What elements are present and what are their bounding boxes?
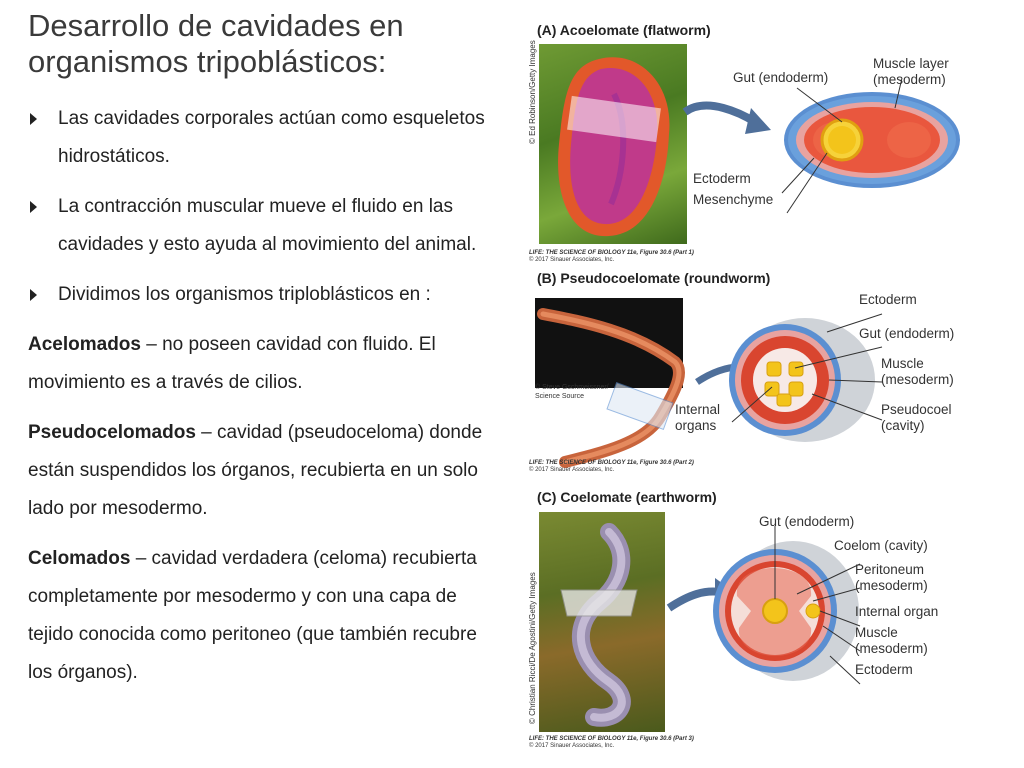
panel-a-label-ectoderm: Ectoderm xyxy=(693,171,751,186)
paragraph-celomados: Celomados – cavidad verdadera (celoma) r… xyxy=(28,540,498,692)
flatworm-illustration xyxy=(558,57,670,237)
panel-b-label-muscle-2: (mesoderm) xyxy=(881,372,954,387)
panel-c-source-1: LIFE: THE SCIENCE OF BIOLOGY 11e, Figure… xyxy=(529,736,694,742)
body-cavity-figure: (A) Acoelomate (flatworm) © Ed Robinson/… xyxy=(527,18,967,758)
panel-c-label-peritoneum-1: Peritoneum xyxy=(855,562,925,577)
bullet-text: Las cavidades corporales actúan como esq… xyxy=(58,108,485,167)
bullet-text: La contracción muscular mueve el fluido … xyxy=(58,196,477,255)
bullet-item: Dividimos los organismos triploblásticos… xyxy=(28,276,498,314)
panel-a-source-1: LIFE: THE SCIENCE OF BIOLOGY 11e, Figure… xyxy=(529,250,694,256)
paragraph-acelomados: Acelomados – no poseen cavidad con fluid… xyxy=(28,326,498,402)
panel-c-label-peritoneum-2: (mesoderm) xyxy=(855,578,928,593)
panel-c-label-ectoderm: Ectoderm xyxy=(855,662,913,677)
panel-a-label-muscle-2: (mesoderm) xyxy=(873,72,946,87)
panel-a-label-gut: Gut (endoderm) xyxy=(733,70,829,85)
panel-c-label-coelom: Coelom (cavity) xyxy=(834,538,928,553)
panel-a-photo-credit: © Ed Robinson/Getty Images xyxy=(528,40,537,144)
bullet-item: La contracción muscular mueve el fluido … xyxy=(28,188,498,264)
slide-body: Las cavidades corporales actúan como esq… xyxy=(28,100,498,704)
roundworm-illustration xyxy=(537,308,685,468)
panel-a-title: (A) Acoelomate (flatworm) xyxy=(537,22,711,38)
panel-c-label-internal: Internal organ xyxy=(855,604,939,619)
panel-b-photo-credit-1: © Steve Gschmeissner/ xyxy=(535,384,609,391)
panel-b-label-internal-1: Internal xyxy=(675,402,721,417)
roundworm-photo xyxy=(535,292,685,472)
bullet-arrow-icon xyxy=(30,113,37,125)
panel-b-label-internal-2: organs xyxy=(675,418,717,433)
panel-b-source-2: © 2017 Sinauer Associates, Inc. xyxy=(529,467,615,473)
text-celomados: – cavidad verdadera (celoma) recubierta … xyxy=(28,548,477,683)
panel-c-label-muscle-2: (mesoderm) xyxy=(855,641,928,656)
coelomate-cross-section xyxy=(666,526,861,685)
term-celomados: Celomados xyxy=(28,548,131,569)
bullet-text: Dividimos los organismos triploblásticos… xyxy=(58,284,431,305)
panel-b-label-pseudocoel-1: Pseudocoel xyxy=(881,402,952,417)
bullet-item: Las cavidades corporales actúan como esq… xyxy=(28,100,498,176)
term-acelomados: Acelomados xyxy=(28,334,141,355)
panel-b-label-gut: Gut (endoderm) xyxy=(859,326,955,341)
slide-title-line1: Desarrollo de cavidades en xyxy=(28,8,404,43)
panel-c-label-gut: Gut (endoderm) xyxy=(759,514,855,529)
panel-b-label-muscle-1: Muscle xyxy=(881,356,924,371)
panel-b-label-ectoderm: Ectoderm xyxy=(859,292,917,307)
bullet-arrow-icon xyxy=(30,289,37,301)
panel-b-source-1: LIFE: THE SCIENCE OF BIOLOGY 11e, Figure… xyxy=(529,460,694,466)
panel-b-title: (B) Pseudocoelomate (roundworm) xyxy=(537,270,771,286)
earthworm-photo xyxy=(539,512,665,732)
panel-a-label-mesenchyme: Mesenchyme xyxy=(693,192,774,207)
text-acelomados: – no poseen cavidad con fluido. El movim… xyxy=(28,334,436,393)
panel-a-source-2: © 2017 Sinauer Associates, Inc. xyxy=(529,257,615,263)
term-pseudocelomados: Pseudocelomados xyxy=(28,422,196,443)
text-pseudocelomados: – cavidad (pseudoceloma) donde están sus… xyxy=(28,422,483,519)
flatworm-photo xyxy=(539,44,687,244)
earthworm-illustration xyxy=(560,523,638,727)
acoelomate-cross-section xyxy=(682,77,960,214)
bullet-arrow-icon xyxy=(30,201,37,213)
slide-title-line2: organismos tripoblásticos: xyxy=(28,44,387,79)
pseudocoelomate-cross-section xyxy=(695,313,883,442)
panel-b-label-pseudocoel-2: (cavity) xyxy=(881,418,925,433)
panel-c-label-muscle-1: Muscle xyxy=(855,625,898,640)
slide-title: Desarrollo de cavidades en organismos tr… xyxy=(28,8,498,80)
panel-b-photo-credit-2: Science Source xyxy=(535,393,585,400)
panel-a-label-muscle-1: Muscle layer xyxy=(873,56,949,71)
paragraph-pseudocelomados: Pseudocelomados – cavidad (pseudoceloma)… xyxy=(28,414,498,528)
panel-c-photo-credit: © Christian Ricci/De Agostini/Getty Imag… xyxy=(528,572,537,724)
panel-c-source-2: © 2017 Sinauer Associates, Inc. xyxy=(529,743,615,749)
panel-c-title: (C) Coelomate (earthworm) xyxy=(537,489,717,505)
